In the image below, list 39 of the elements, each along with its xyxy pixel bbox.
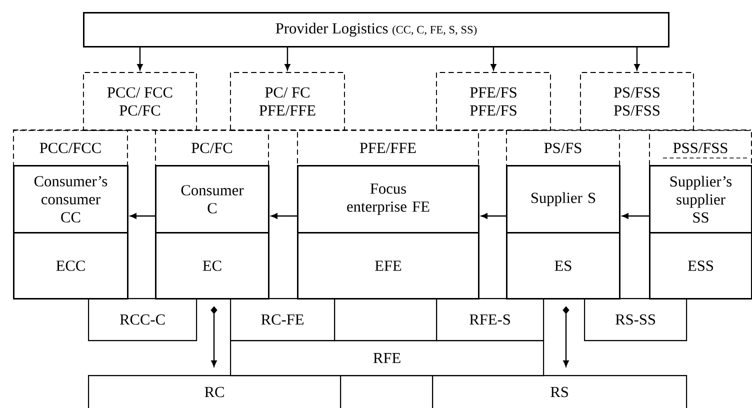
empty-box: [334, 298, 438, 342]
empty-box: [340, 375, 434, 408]
arrow: [130, 213, 155, 219]
dashed-box: PS/FSS PS/FSS: [580, 72, 694, 131]
relation-box: RS-SS: [584, 298, 688, 342]
arrow: [622, 213, 649, 219]
enterprise-box: Consumer’s consumer CC: [13, 165, 128, 234]
cell: EC: [155, 232, 270, 300]
provider-box: Provider Logistics (CC, C, FE, S, SS): [83, 12, 670, 48]
enterprise-box: Consumer C: [155, 165, 270, 234]
arrow: [137, 47, 143, 70]
relation-box: RC: [88, 375, 342, 408]
cell: ES: [506, 232, 620, 300]
dashed-box: PC/ FC PFE/FFE: [230, 72, 345, 131]
relation-box: RC-FE: [230, 298, 336, 342]
dashed-box: PCC/FCC: [13, 130, 128, 166]
relation-box: RS: [432, 375, 688, 408]
arrow: [271, 213, 297, 219]
arrow: [481, 213, 506, 219]
cell: EFE: [297, 232, 480, 300]
dashed-box: PS/FS: [506, 130, 620, 166]
relation-box: RFE-S: [436, 298, 544, 342]
cell: ESS: [649, 232, 752, 300]
enterprise-box: Supplier’s supplier SS: [649, 165, 752, 234]
dashed-box: PSS/FSS: [649, 130, 752, 166]
arrow: [490, 47, 496, 70]
relation-box: RFE: [230, 340, 544, 376]
arrow: [634, 47, 640, 70]
enterprise-box: Supplier S: [506, 165, 620, 234]
arrow: [210, 306, 218, 367]
arrow: [562, 306, 570, 367]
dashed-box: PFE/FS PFE/FS: [436, 72, 551, 131]
enterprise-box: Focus enterprise FE: [297, 165, 480, 234]
dashed-box: PC/FC: [155, 130, 269, 166]
arrow: [284, 47, 290, 70]
relation-box: RCC-C: [88, 298, 198, 342]
dashed-box: PFE/FFE: [297, 130, 479, 166]
cell: ECC: [13, 232, 128, 300]
dashed-box: PCC/ FCC PC/FC: [83, 72, 197, 131]
